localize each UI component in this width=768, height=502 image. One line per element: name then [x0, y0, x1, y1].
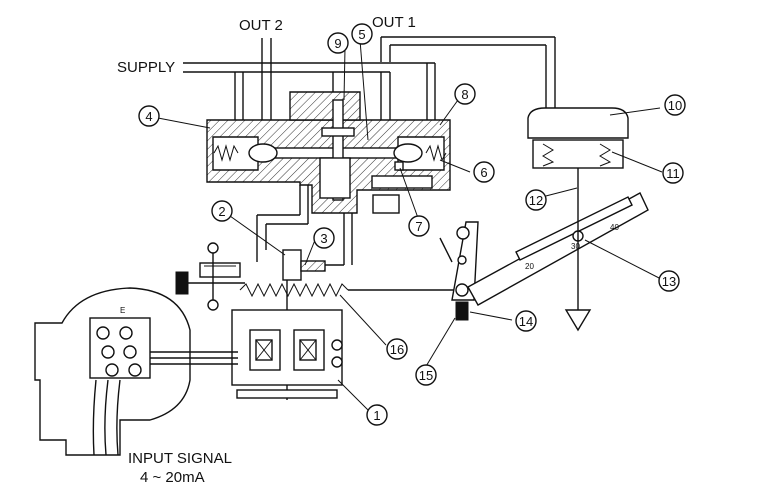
scale-tick-20: 20 — [525, 262, 534, 271]
terminal-ground-label: E — [120, 306, 125, 315]
pneumatic-lines — [183, 36, 556, 266]
callout-5: 5 — [358, 27, 365, 42]
feedback-lever: 20 30 40 — [439, 192, 649, 321]
callout-1: 1 — [373, 408, 380, 423]
out1-label: OUT 1 — [372, 14, 416, 31]
callout-markers: 1 2 3 4 5 6 7 8 9 10 11 12 13 14 15 16 — [138, 23, 686, 426]
callout-13: 13 — [662, 274, 676, 289]
callout-8: 8 — [461, 87, 468, 102]
callout-16: 16 — [390, 342, 404, 357]
pilot-relay-body — [206, 91, 451, 214]
input-signal-label: INPUT SIGNAL — [128, 450, 232, 467]
callout-12: 12 — [529, 193, 543, 208]
callout-4: 4 — [145, 109, 152, 124]
callout-2: 2 — [218, 204, 225, 219]
input-range-label: 4 ~ 20mA — [140, 469, 205, 486]
supply-label: SUPPLY — [117, 59, 175, 76]
scale-tick-30: 30 — [571, 242, 580, 251]
out2-label: OUT 2 — [239, 17, 283, 34]
nozzle-flapper-assembly — [175, 242, 455, 400]
callout-15: 15 — [419, 368, 433, 383]
callout-11: 11 — [666, 166, 680, 181]
callout-14: 14 — [519, 314, 533, 329]
callout-9: 9 — [334, 36, 341, 51]
callout-3: 3 — [320, 231, 327, 246]
scale-tick-40: 40 — [610, 223, 619, 232]
callout-7: 7 — [415, 219, 422, 234]
terminal-housing: E — [34, 287, 191, 456]
callout-6: 6 — [480, 165, 487, 180]
diaphragm-actuator — [527, 107, 629, 332]
callout-10: 10 — [668, 98, 682, 113]
torque-motor — [150, 309, 343, 399]
